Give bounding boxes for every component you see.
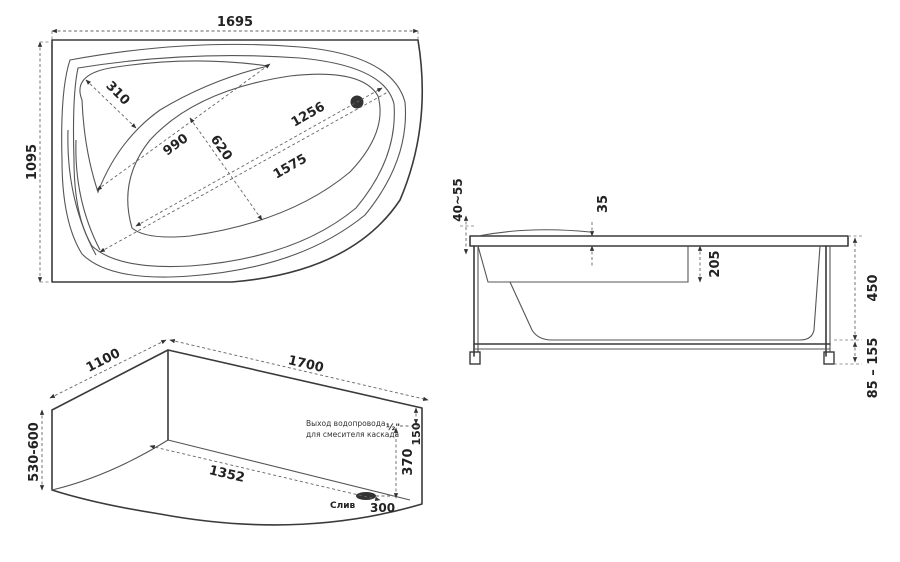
dim-inner-minor-label: 620: [207, 133, 235, 164]
dim-height-label: 530-600: [27, 422, 42, 482]
side-flourish-left-2: [75, 139, 101, 251]
dim-bowl-depth-label: 205: [708, 250, 723, 277]
drain-label: Слив: [330, 501, 356, 511]
dim-headrest-label: 310: [103, 79, 133, 109]
dim-legs-adjust-label: 85 – 155: [866, 338, 881, 399]
side-deep-bowl: [509, 245, 821, 341]
dim-drain-distance-label: 1256: [289, 99, 328, 130]
dim-width-label: 1095: [25, 144, 40, 180]
side-rim: [469, 235, 849, 247]
faucet-note-line2: для смесителя каскада: [306, 430, 399, 439]
leg-right: [823, 351, 835, 365]
headrest-contour: [79, 60, 269, 194]
dim-total-height-label: 450: [866, 274, 881, 301]
dim-faucet-offset-label: 150: [410, 422, 423, 445]
top-view: 1695 1095 310 990 620 1256 1575: [25, 15, 424, 283]
iso-bottom-back-edge: [167, 439, 411, 501]
side-flourish-left: [67, 129, 97, 256]
dim-rim-step-label: 35: [596, 195, 611, 213]
faucet-note-line1: Выход водопровода: [306, 419, 386, 428]
drain-outlet-icon: [356, 492, 376, 500]
iso-outline: [51, 349, 423, 526]
dim-length-label: 1695: [217, 15, 253, 30]
dim-drain-offset-label: 300: [370, 501, 395, 515]
faucet-thread-label: ½": [386, 422, 400, 433]
dim-rim-height-label: 40~55: [451, 178, 465, 221]
dim-side-long-label: 1700: [286, 353, 325, 376]
top-outer-outline: [51, 39, 424, 283]
dim-inner-length-label: 1575: [271, 151, 310, 182]
dim-side-short-label: 1100: [84, 346, 123, 376]
iso-view: 1100 1700 530-600 1352 Выход водопровода…: [27, 338, 429, 526]
top-rim-inner-line: [72, 55, 395, 268]
leg-left: [469, 351, 481, 365]
top-rim-contour: [61, 43, 407, 278]
dim-bottom-length-label: 1352: [207, 463, 246, 486]
side-upper-bowl: [477, 245, 689, 283]
side-view: 40~55 35 205 450 85 – 155: [451, 178, 881, 398]
dim-faucet-height-label: 370: [401, 448, 416, 475]
dim-inner-width-label: 990: [161, 131, 192, 159]
